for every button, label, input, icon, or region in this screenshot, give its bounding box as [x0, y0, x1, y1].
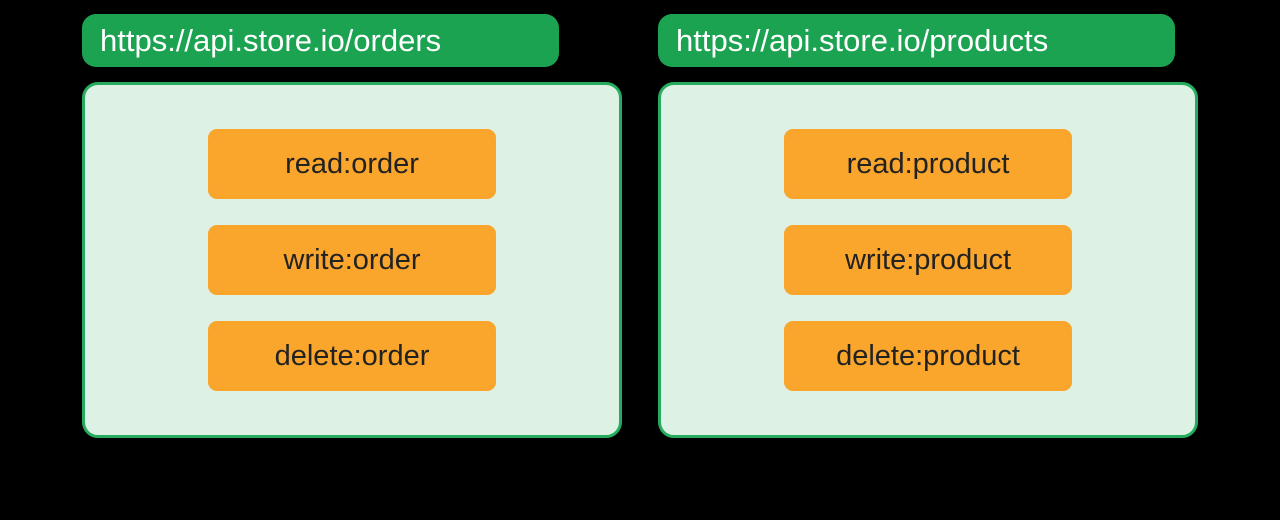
api-audience-badge-products: https://api.store.io/products: [658, 14, 1175, 67]
scope-pill-write-order: write:order: [208, 225, 496, 295]
scope-pill-delete-order: delete:order: [208, 321, 496, 391]
scope-pill-delete-product: delete:product: [784, 321, 1072, 391]
scope-pill-read-product: read:product: [784, 129, 1072, 199]
api-audience-badge-orders: https://api.store.io/orders: [82, 14, 559, 67]
scopes-box-orders: read:order write:order delete:order: [82, 82, 622, 438]
scope-pill-read-order: read:order: [208, 129, 496, 199]
scope-pill-write-product: write:product: [784, 225, 1072, 295]
scopes-box-products: read:product write:product delete:produc…: [658, 82, 1198, 438]
